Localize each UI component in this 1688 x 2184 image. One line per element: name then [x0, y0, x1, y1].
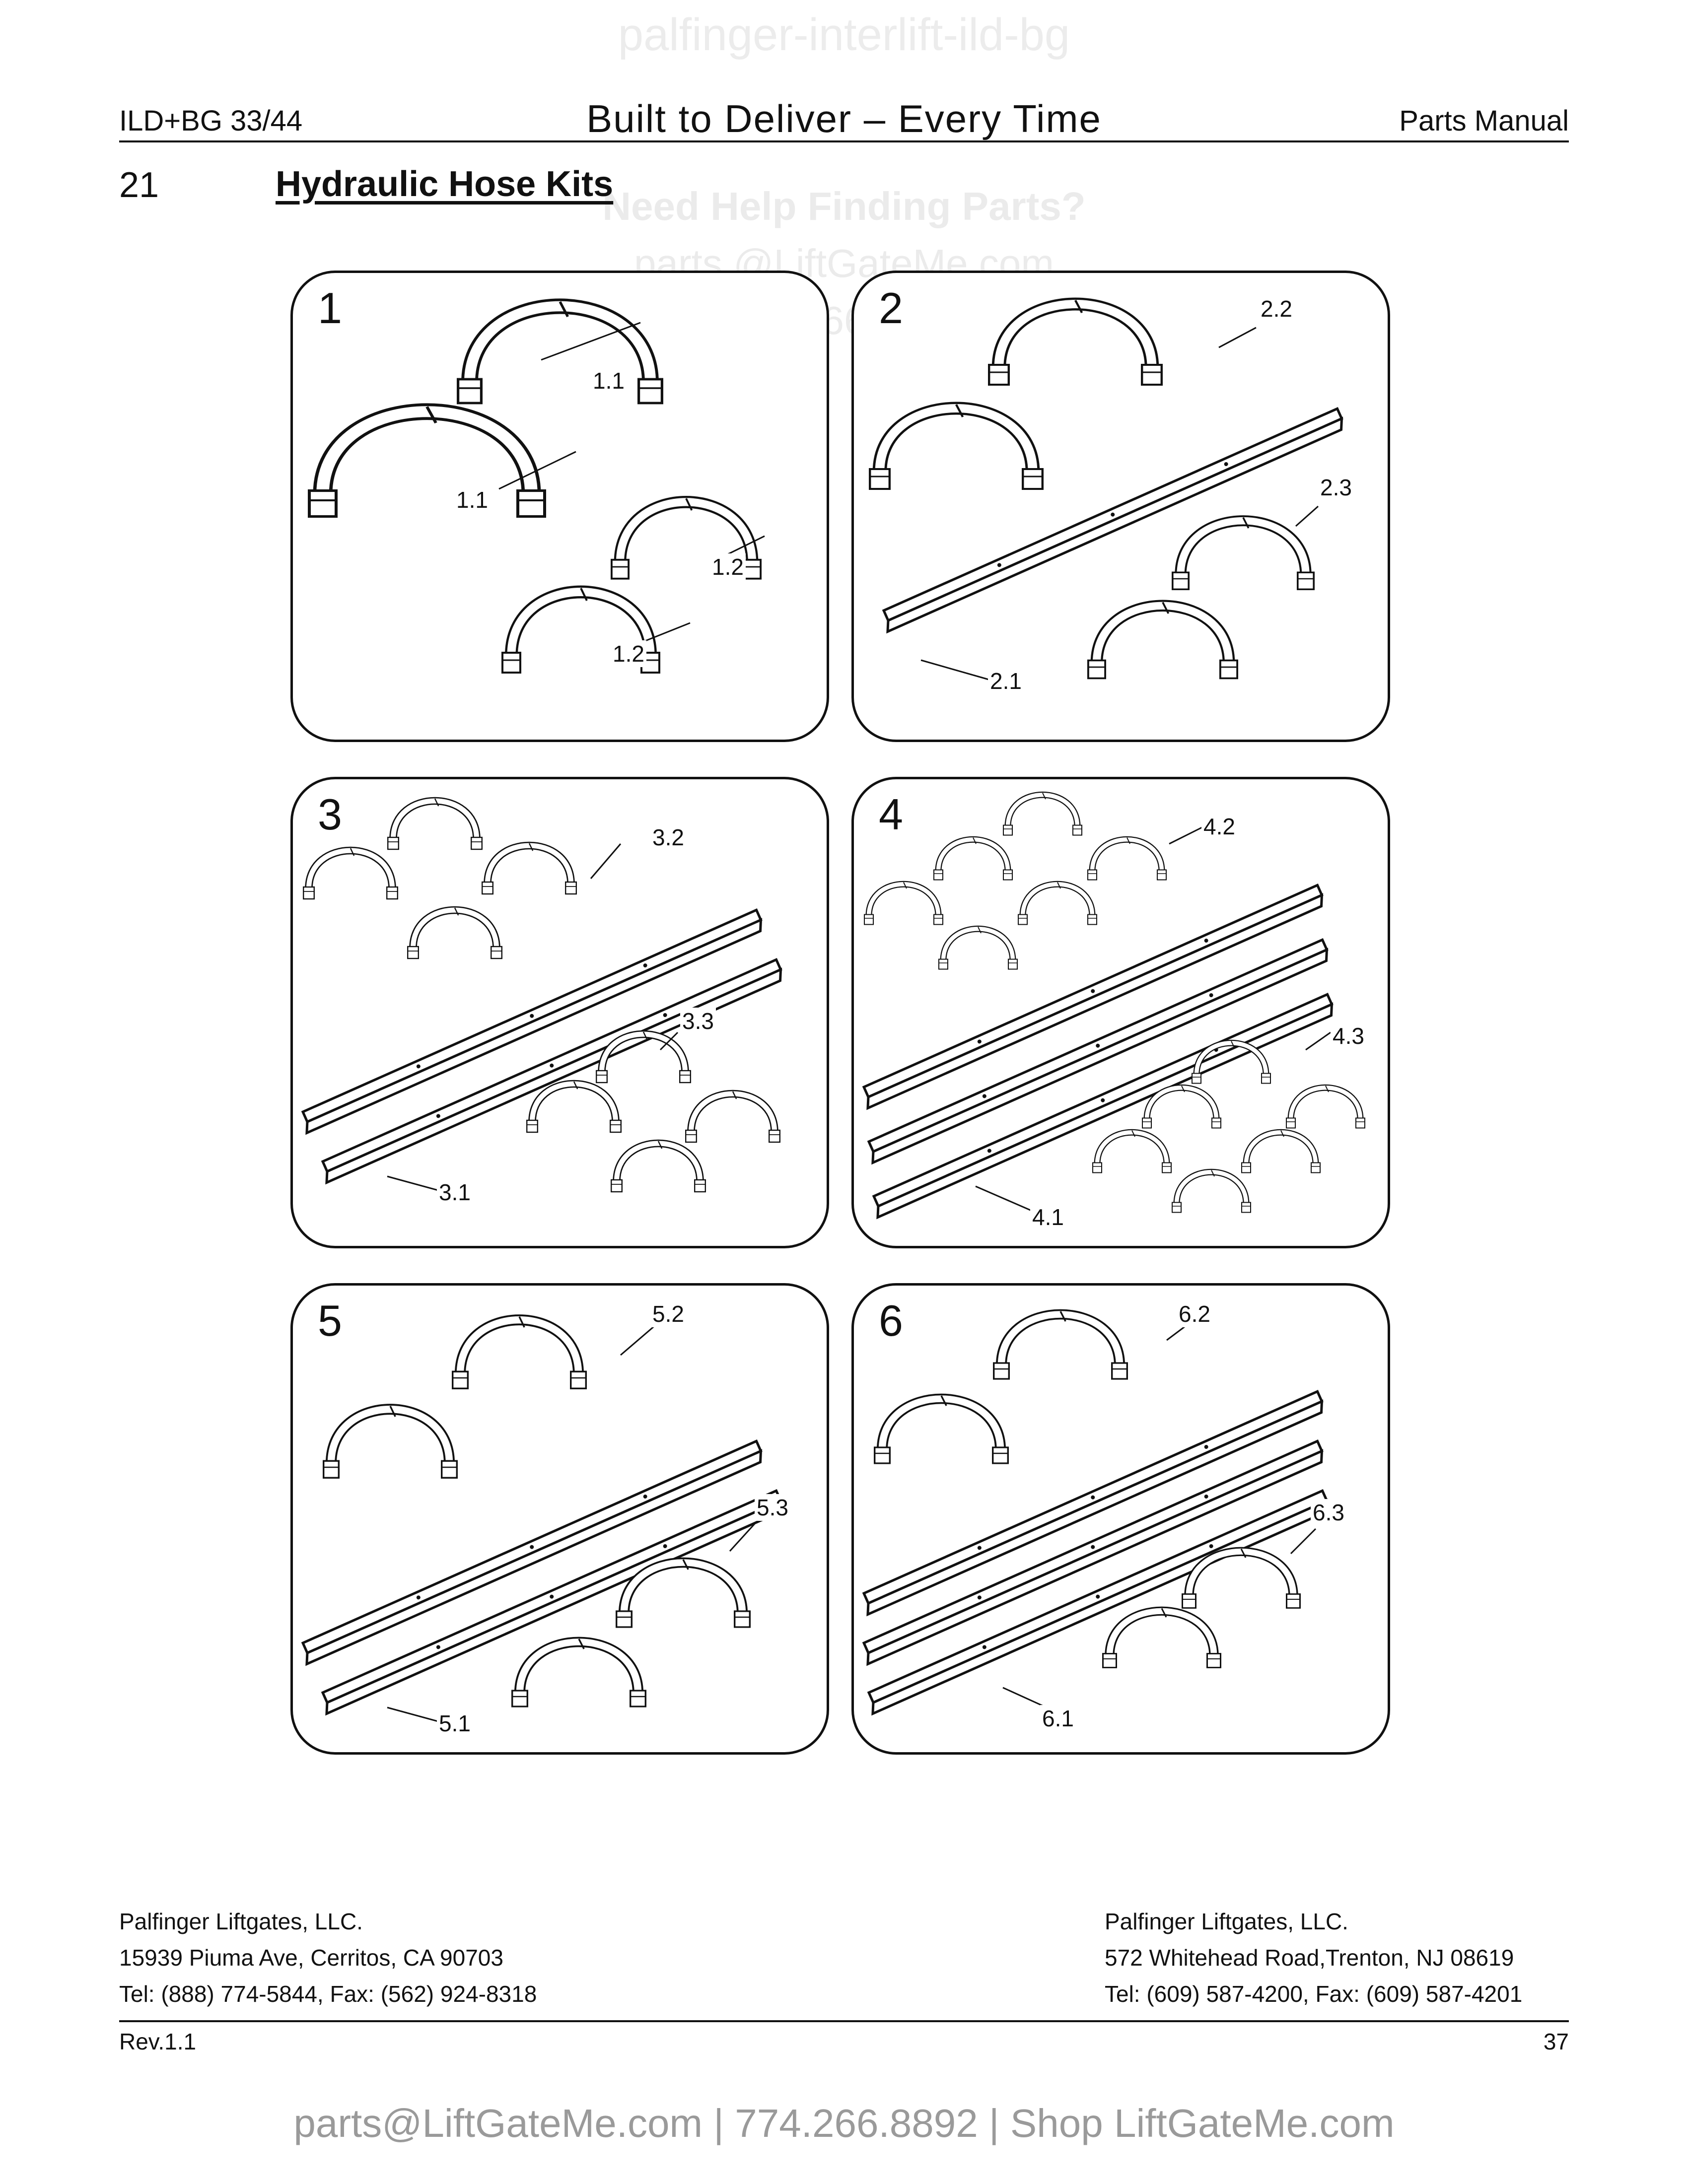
kit-number: 4: [879, 790, 903, 839]
header-rule: [119, 140, 1569, 142]
callout-label: 3.3: [680, 1008, 716, 1034]
callout-label: 4.3: [1331, 1023, 1366, 1049]
kit-panel-3: 3 3.2 3.3 3.1: [290, 777, 829, 1248]
callout-label: 2.3: [1318, 474, 1354, 501]
phone-fax: Tel: (888) 774-5844, Fax: (562) 924-8318: [119, 1981, 537, 2007]
kit-number: 1: [318, 283, 342, 333]
callout-label: 3.1: [437, 1179, 473, 1206]
company-name: Palfinger Liftgates, LLC.: [119, 1909, 363, 1934]
street-address: 572 Whitehead Road,Trenton, NJ 08619: [1105, 1945, 1514, 1971]
callout-label: 6.2: [1177, 1300, 1212, 1327]
callout-label: 5.2: [650, 1300, 686, 1327]
phone-fax: Tel: (609) 587-4200, Fax: (609) 587-4201: [1105, 1981, 1523, 2007]
section-title: Hydraulic Hose Kits: [276, 164, 614, 204]
kit-panel-5: 5 5.2 5.3 5.1: [290, 1283, 829, 1755]
callout-label: 6.3: [1311, 1499, 1346, 1526]
revision: Rev.1.1: [119, 2029, 197, 2054]
callout-label: 1.1: [591, 367, 627, 394]
page-number: 37: [1543, 2029, 1569, 2054]
callout-label: 2.2: [1259, 295, 1294, 322]
street-address: 15939 Piuma Ave, Cerritos, CA 90703: [119, 1945, 503, 1971]
watermark-doc-id: palfinger-interlift-ild-bg: [618, 9, 1070, 60]
footer-address-east: Palfinger Liftgates, LLC. 572 Whitehead …: [1105, 1904, 1522, 2012]
kit-panel-1: 1 1.1 1.1 1.2 1.2: [290, 271, 829, 742]
kit-panel-2: 2 2.2 2.3 2.1: [851, 271, 1390, 742]
callout-label: 1.2: [611, 640, 646, 667]
callout-label: 5.1: [437, 1710, 473, 1737]
footer-address-west: Palfinger Liftgates, LLC. 15939 Piuma Av…: [119, 1904, 537, 2012]
kit-3-drawing: [293, 779, 829, 1248]
kit-5-drawing: [293, 1286, 829, 1723]
kit-4-drawing: [854, 779, 1390, 1248]
kit-1-drawing: [293, 273, 829, 742]
header-manual-type: Parts Manual: [1399, 105, 1569, 137]
callout-label: 3.2: [650, 824, 686, 851]
company-name: Palfinger Liftgates, LLC.: [1105, 1909, 1348, 1934]
callout-label: 6.1: [1040, 1705, 1076, 1732]
promo-banner: parts@LiftGateMe.com | 774.266.8892 | Sh…: [293, 2101, 1395, 2145]
kit-panel-6: 6 6.2 6.3 6.1: [851, 1283, 1390, 1755]
footer-rule: [119, 2020, 1569, 2022]
kit-6-drawing: [854, 1286, 1390, 1755]
kit-number: 2: [879, 283, 903, 333]
kit-number: 5: [318, 1296, 342, 1345]
callout-label: 2.1: [988, 668, 1024, 694]
callout-label: 4.1: [1030, 1204, 1066, 1230]
callout-label: 4.2: [1201, 813, 1237, 840]
callout-label: 1.1: [454, 486, 490, 513]
header-slogan: Built to Deliver – Every Time: [586, 97, 1102, 140]
kit-number: 6: [879, 1296, 903, 1345]
kit-number: 3: [318, 790, 342, 839]
callout-label: 5.3: [755, 1494, 790, 1521]
kit-2-drawing: [854, 273, 1390, 742]
header-model: ILD+BG 33/44: [119, 105, 303, 137]
kit-panel-4: 4 4.2 4.3 4.1: [851, 777, 1390, 1248]
section-number: 21: [119, 165, 159, 205]
callout-label: 1.2: [710, 553, 746, 580]
watermark-help-title: Need Help Finding Parts?: [602, 184, 1086, 228]
